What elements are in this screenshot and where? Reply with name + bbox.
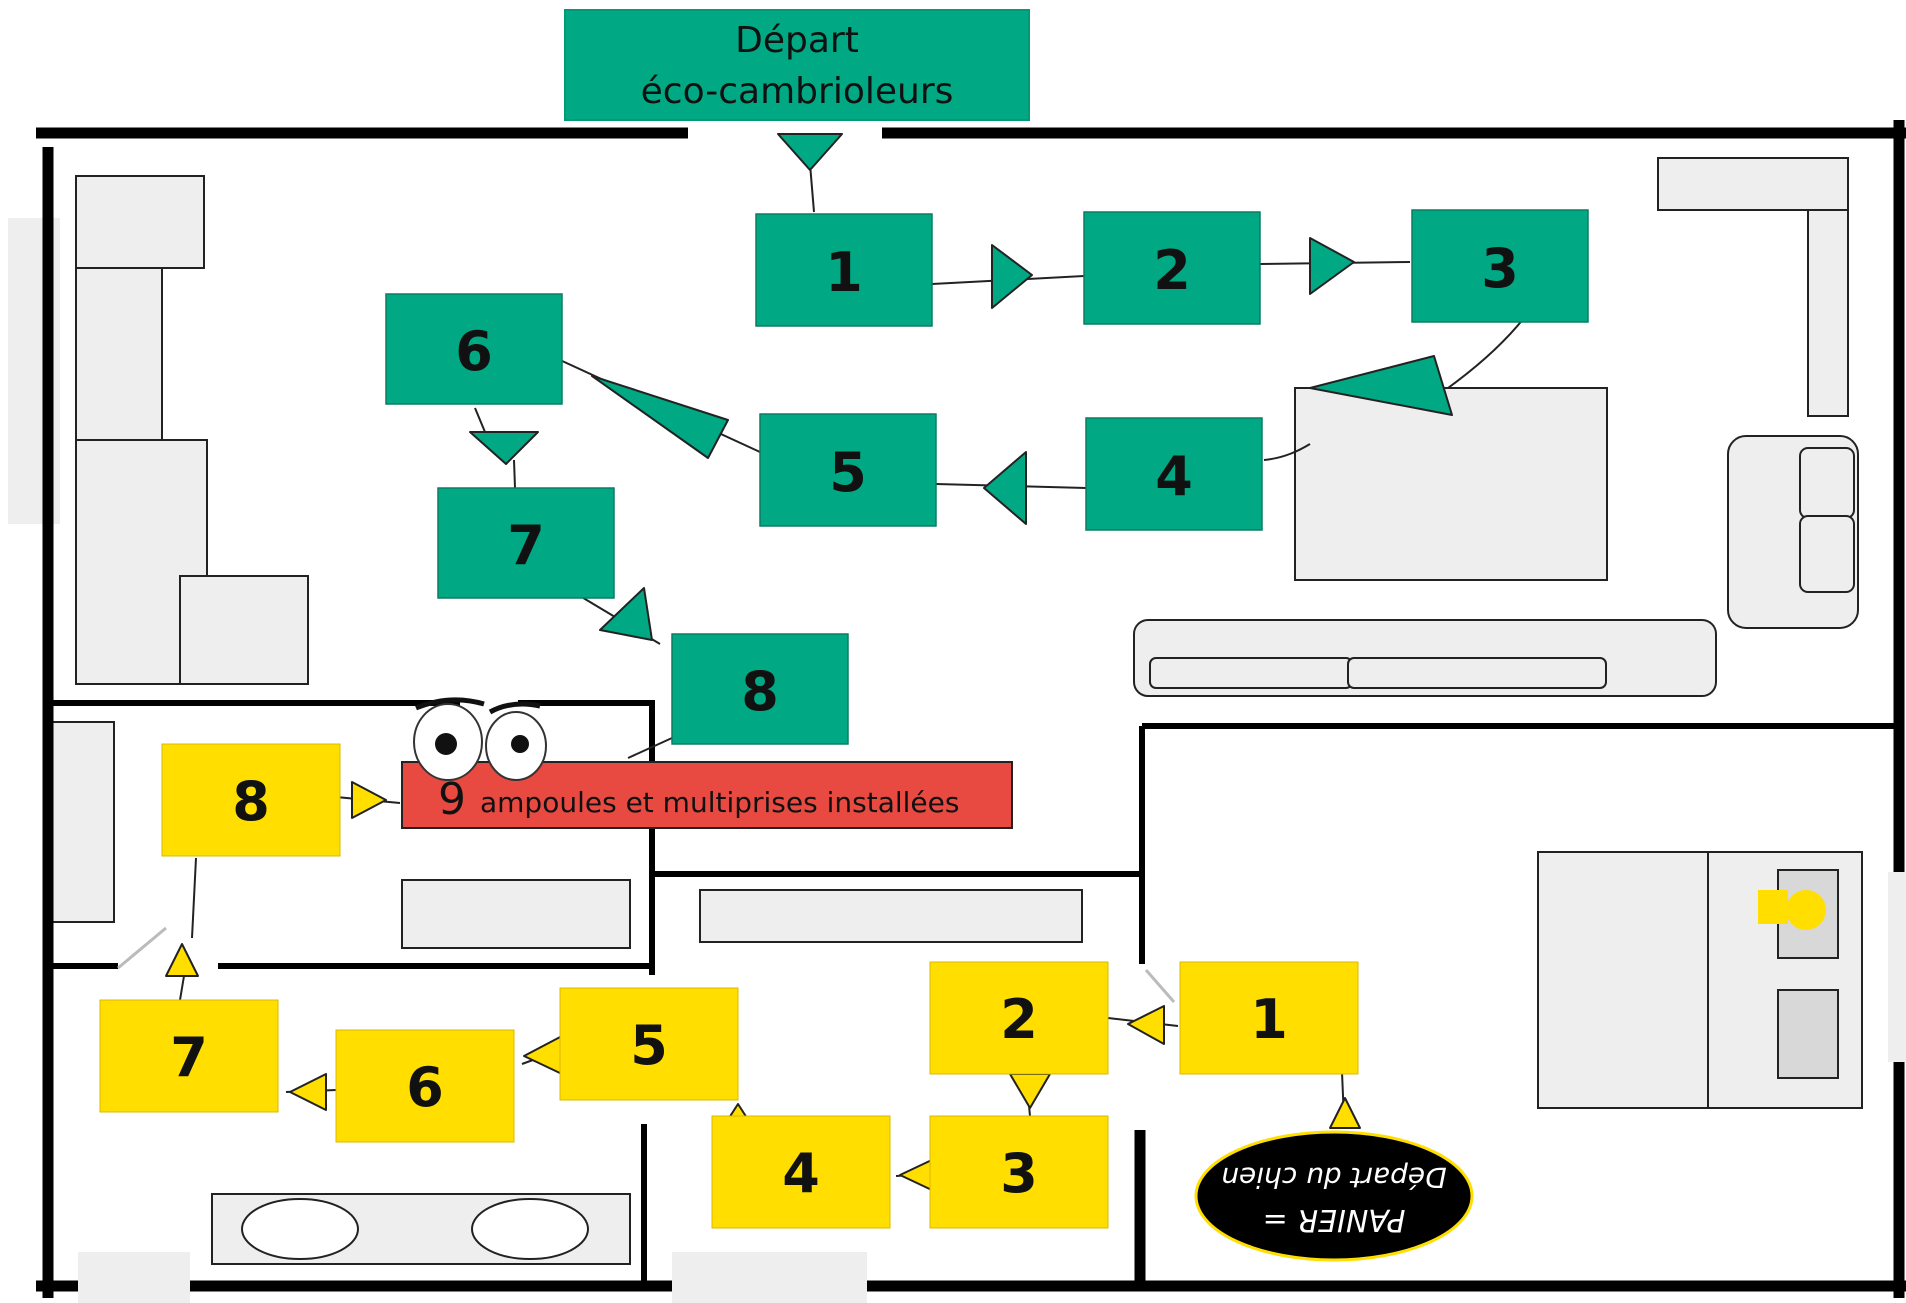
kitchen-counter-low (75, 439, 208, 685)
arrow-left-icon (1309, 355, 1453, 416)
kitchen-island (179, 575, 309, 685)
dog-start-line1: PANIER = (1263, 1202, 1406, 1237)
green-step-3-label: 3 (1481, 237, 1519, 300)
arrow-down-right-icon (599, 587, 653, 641)
start-label-line2: éco-cambrioleurs (641, 71, 954, 112)
arrow-down-icon (1009, 1073, 1051, 1109)
arrow-right-icon (1309, 237, 1355, 295)
living-table (1294, 387, 1608, 581)
green-step-7: 7 (437, 487, 615, 599)
sink-2 (471, 1198, 589, 1260)
shelf-top-right (1657, 157, 1849, 211)
green-step-8-label: 8 (741, 660, 779, 723)
window-bottom-left (78, 1252, 190, 1303)
walls (36, 120, 1906, 1298)
armchair-cushion-2 (1799, 515, 1855, 593)
sofa-cushion-2 (1347, 657, 1607, 689)
door-swings (117, 926, 1176, 1003)
green-step-1: 1 (755, 213, 933, 327)
final-step-number: 9 (438, 774, 466, 825)
green-steps: 1 2 3 4 5 6 7 8 (385, 209, 1589, 745)
green-step-6: 6 (385, 293, 563, 405)
furniture (8, 157, 1906, 1303)
arrow-left-icon (591, 375, 729, 459)
yellow-step-2-label: 2 (1000, 988, 1038, 1051)
kitchen-counter-mid (75, 267, 163, 441)
green-step-3: 3 (1411, 209, 1589, 323)
green-step-7-label: 7 (507, 514, 545, 577)
yellow-step-4: 4 (711, 1115, 891, 1229)
sofa-cushion-1 (1149, 657, 1353, 689)
arrow-left-icon (1127, 1005, 1165, 1045)
pillow-2 (1777, 989, 1839, 1079)
dog-start-line2: Départ du chien (1221, 1161, 1446, 1194)
kitchen-counter-top (75, 175, 205, 269)
green-arrows (469, 133, 1453, 641)
interior-walls (50, 700, 1899, 1290)
green-step-2: 2 (1083, 211, 1261, 325)
arrow-right-icon (351, 781, 387, 819)
yellow-step-7-label: 7 (170, 1026, 208, 1089)
yellow-step-1: 1 (1179, 961, 1359, 1075)
dog-bowl-icon (1758, 890, 1826, 930)
start-label-line1: Départ (735, 20, 859, 61)
final-step-box: 9 ampoules et multiprises installées (401, 761, 1013, 829)
hall-bench (401, 879, 631, 949)
eyes-icon (413, 697, 547, 781)
dog-start-badge: PANIER = Départ du chien (1194, 1130, 1474, 1262)
arrow-left-icon (289, 1073, 327, 1111)
yellow-steps: 1 2 3 4 5 6 7 8 (99, 743, 1359, 1229)
arrow-right-icon (991, 244, 1033, 309)
window-bottom-mid (672, 1252, 867, 1303)
green-step-5-label: 5 (829, 441, 867, 504)
shelf-right (1807, 209, 1849, 417)
arrow-left-icon (523, 1035, 563, 1075)
green-step-4-label: 4 (1155, 445, 1193, 508)
green-step-8: 8 (671, 633, 849, 745)
storage-left (51, 721, 115, 923)
green-step-1-label: 1 (825, 241, 863, 304)
yellow-step-6: 6 (335, 1029, 515, 1143)
window-right-lower (1888, 872, 1906, 1062)
yellow-step-8-label: 8 (232, 770, 270, 833)
arrow-down-icon (469, 431, 539, 465)
green-step-2-label: 2 (1153, 239, 1191, 302)
green-step-4: 4 (1085, 417, 1263, 531)
yellow-step-3: 3 (929, 1115, 1109, 1229)
green-step-5: 5 (759, 413, 937, 527)
yellow-step-3-label: 3 (1000, 1142, 1038, 1205)
corridor-cabinet (699, 889, 1083, 943)
yellow-step-5: 5 (559, 987, 739, 1101)
sink-1 (241, 1198, 359, 1260)
green-step-6-label: 6 (455, 320, 493, 383)
start-box: Départ éco-cambrioleurs (564, 9, 1030, 121)
yellow-step-1-label: 1 (1250, 988, 1288, 1051)
arrow-left-icon (983, 451, 1027, 525)
yellow-step-5-label: 5 (630, 1014, 668, 1077)
final-step-text: ampoules et multiprises installées (480, 786, 959, 819)
armchair-cushion-1 (1799, 447, 1855, 519)
yellow-step-6-label: 6 (406, 1056, 444, 1119)
yellow-step-8: 8 (161, 743, 341, 857)
yellow-step-4-label: 4 (782, 1142, 820, 1205)
yellow-step-2: 2 (929, 961, 1109, 1075)
yellow-step-7: 7 (99, 999, 279, 1113)
arrow-down-icon (777, 133, 843, 171)
arrow-up-icon (165, 943, 199, 977)
arrow-up-icon (1329, 1097, 1361, 1129)
